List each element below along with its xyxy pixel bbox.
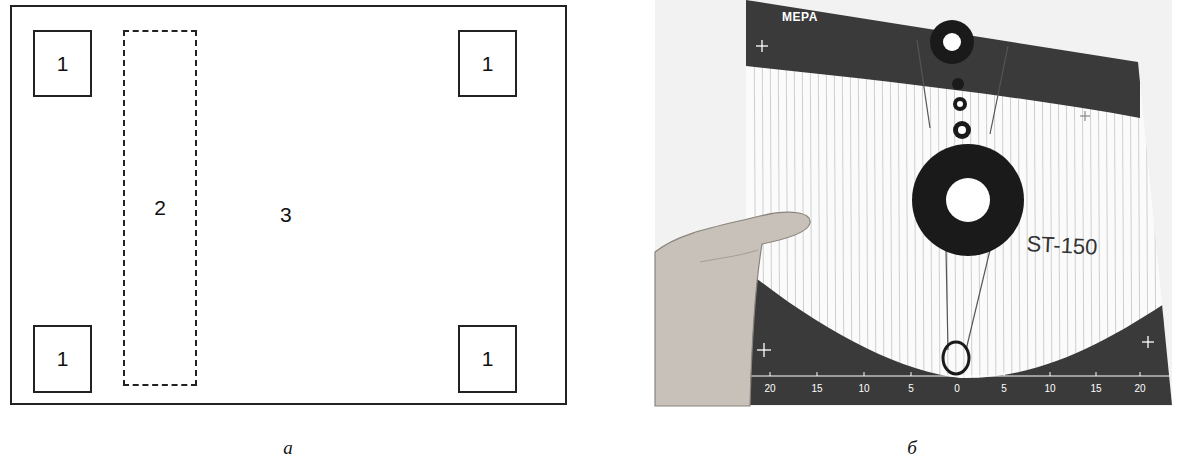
scale-number: 10 [858,383,869,394]
top-band [746,0,1140,118]
corner-box: 1 [33,30,92,97]
scale-number: 20 [764,383,775,394]
hand [655,212,810,406]
corner-box: 1 [33,325,92,393]
scale-number: 0 [954,383,960,394]
scale-number: 5 [908,383,914,394]
callout-number: 1 [482,347,494,370]
corner-cross [756,40,1154,357]
callout-number: 1 [482,52,494,75]
callout-number: 1 [57,52,69,75]
callout-number: 2 [154,196,166,219]
outer-frame: 3 1 2 1 1 1 [10,5,567,405]
logo-text: MEPA [782,11,818,24]
scale-number: 20 [1134,383,1145,394]
corner-box: 1 [458,325,517,393]
corner-box: 1 [458,30,517,97]
bottom-band [746,270,1176,406]
panel-caption: а [283,438,293,459]
calibration-card [746,0,1176,406]
scale-number: 5 [1001,383,1007,394]
callout-number: 3 [280,203,292,226]
target-marks [912,20,1024,374]
scale-number: 15 [1090,383,1101,394]
model-text: ST-150 [1026,232,1098,260]
panel-caption: б [907,438,917,459]
callout-number: 1 [57,347,69,370]
scale-number: 10 [1044,383,1055,394]
dashed-zone: 2 [123,30,197,386]
scale-number: 15 [811,383,822,394]
